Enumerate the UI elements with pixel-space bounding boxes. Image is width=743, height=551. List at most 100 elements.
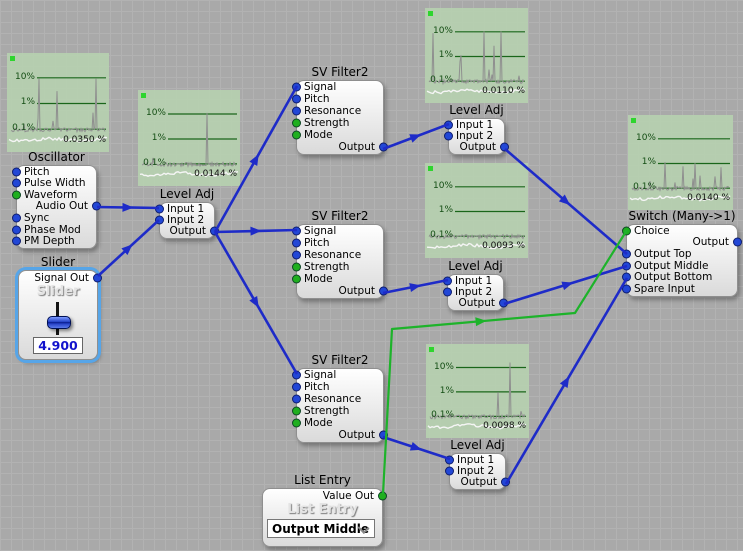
- pin-label: Mode: [304, 129, 333, 141]
- scope-value-readout: 0.0110 %: [482, 86, 525, 96]
- sv-filter2-middle-pin-mode[interactable]: [292, 274, 301, 284]
- scope-tick-label: 0.1%: [633, 182, 656, 192]
- scope-tick-label: 0.1%: [430, 230, 453, 240]
- level-adj-bottom-pin-output[interactable]: [501, 477, 510, 487]
- level-adj-center-row-input-2: Input 2: [155, 214, 214, 226]
- sv-filter2-bottom-pin-strength[interactable]: [292, 406, 301, 416]
- sv-filter2-bottom-pin-pitch[interactable]: [292, 382, 301, 392]
- sv-filter2-middle-pin-strength[interactable]: [292, 262, 301, 272]
- sv-filter2-top-pin-signal[interactable]: [292, 82, 301, 92]
- switch-many-1-pin-spare-input[interactable]: [622, 284, 631, 294]
- switch-many-1-pin-output-bottom[interactable]: [622, 272, 631, 282]
- switch-many-1-pin-output-top[interactable]: [622, 249, 631, 259]
- level-adj-bottom-scope[interactable]: 10%1%0.1%0.0098 %: [426, 344, 529, 438]
- level-adj-mid-row-output: Output: [448, 297, 508, 309]
- sv-filter2-bottom-pin-resonance[interactable]: [292, 394, 301, 404]
- wire-arrow-icon: [249, 295, 259, 308]
- sv-filter2-top-pin-strength[interactable]: [292, 118, 301, 128]
- pin-label: Output Middle: [634, 259, 709, 272]
- level-adj-center-scope[interactable]: 10%1%0.1%0.0144 %: [138, 90, 240, 186]
- level-adj-top-pin-input-2[interactable]: [444, 131, 453, 141]
- oscillator-pin-phase-mod[interactable]: [12, 225, 21, 235]
- sv-filter2-middle-pin-signal[interactable]: [292, 226, 301, 236]
- level-adj-top-scope[interactable]: 10%1%0.1%0.0110 %: [425, 8, 528, 103]
- level-adj-mid-scope[interactable]: 10%1%0.1%0.0093 %: [425, 163, 528, 258]
- level-adj-top-pin-input-1[interactable]: [444, 120, 453, 130]
- sv-filter2-top-pin-output[interactable]: [379, 142, 388, 152]
- level-adj-mid-pin-input-2[interactable]: [443, 287, 452, 297]
- pin-label: PM Depth: [24, 235, 75, 248]
- slider-control[interactable]: [19, 300, 97, 337]
- slider-knob[interactable]: [47, 315, 71, 329]
- sv-filter2-middle-pin-output[interactable]: [379, 286, 388, 296]
- slider-value-field[interactable]: 4.900: [33, 337, 83, 354]
- slider-pin-signal-out[interactable]: [93, 273, 102, 282]
- sv-filter2-top-pin-mode[interactable]: [292, 130, 301, 140]
- sv-filter2-top-row-pitch: Pitch: [292, 93, 383, 105]
- sv-filter2-bottom-row-signal: Signal: [292, 369, 383, 381]
- pin-label: Output: [338, 285, 375, 297]
- sv-filter2-middle-pin-resonance[interactable]: [292, 250, 301, 260]
- level-adj-mid-pin-input-1[interactable]: [443, 276, 452, 286]
- wire-arrow-icon: [558, 194, 571, 206]
- sv-filter2-middle-title: SV Filter2: [311, 209, 369, 223]
- oscillator-pin-sync[interactable]: [12, 213, 21, 223]
- oscillator-pin-pitch[interactable]: [12, 167, 21, 177]
- pin-label: Signal: [304, 225, 337, 237]
- oscillator-pin-pm-depth[interactable]: [12, 236, 21, 246]
- level-adj-mid-pin-output[interactable]: [499, 298, 508, 308]
- sv-filter2-bottom-pin-mode[interactable]: [292, 418, 301, 428]
- level-adj-top-pin-output[interactable]: [500, 142, 509, 152]
- wire-arrow-icon: [409, 134, 422, 143]
- level-adj-bottom-row-output: Output: [450, 476, 510, 488]
- pin-label: Output: [169, 225, 206, 238]
- scope-value-readout: 0.0093 %: [482, 241, 525, 251]
- switch-many-1-pin-choice[interactable]: [622, 226, 631, 236]
- sv-filter2-bottom-pin-output[interactable]: [379, 430, 388, 440]
- oscillator-scope[interactable]: 10%1%0.1%0.0350 %: [7, 53, 109, 152]
- oscillator-row-audio-out: Audio Out: [17, 200, 101, 212]
- switch-many-1-pin-output[interactable]: [733, 237, 742, 247]
- switch-many-1-row-choice: Choice: [622, 225, 737, 237]
- level-adj-center-pin-output[interactable]: [210, 226, 219, 236]
- oscillator-row-sync: Sync: [12, 212, 96, 224]
- level-adj-center-pin-input-1[interactable]: [155, 204, 164, 214]
- sv-filter2-top-pin-resonance[interactable]: [292, 106, 301, 116]
- oscillator-pin-pulse-width[interactable]: [12, 178, 21, 188]
- level-adj-bottom-pin-input-2[interactable]: [445, 466, 454, 476]
- sv-filter2-middle-pin-pitch[interactable]: [292, 238, 301, 248]
- switch-many-1-row-output-bottom: Output Bottom: [622, 271, 737, 283]
- scope-tick-label: 10%: [432, 26, 453, 36]
- oscillator-pin-audio-out[interactable]: [92, 201, 101, 211]
- sv-filter2-top-row-output: Output: [297, 141, 388, 153]
- slider-row-signal-out: Signal Out: [19, 271, 102, 284]
- scope-tick-label: 1%: [438, 50, 453, 60]
- list-entry-dropdown[interactable]: Output Middle: [267, 519, 375, 538]
- list-entry-pin-value-out[interactable]: [378, 491, 387, 500]
- level-adj-center-pin-input-2[interactable]: [155, 215, 164, 225]
- oscillator-pin-waveform[interactable]: [12, 190, 21, 200]
- scope-tick-label: 0.1%: [12, 123, 35, 133]
- sv-filter2-bottom-pin-signal[interactable]: [292, 370, 301, 380]
- list-entry-embedded-title: List Entry: [287, 502, 358, 517]
- level-adj-bottom-pin-input-1[interactable]: [445, 455, 454, 465]
- switch-many-1-pin-output-middle[interactable]: [622, 261, 631, 271]
- pin-label: Pitch: [24, 165, 50, 178]
- level-adj-mid-row-input-2: Input 2: [443, 286, 503, 298]
- scope-value-readout: 0.0144 %: [194, 169, 237, 179]
- sv-filter2-top-pin-pitch[interactable]: [292, 94, 301, 104]
- switch-scope[interactable]: 10%1%0.1%0.0140 %: [628, 115, 733, 210]
- pin-label: Input 2: [457, 465, 495, 477]
